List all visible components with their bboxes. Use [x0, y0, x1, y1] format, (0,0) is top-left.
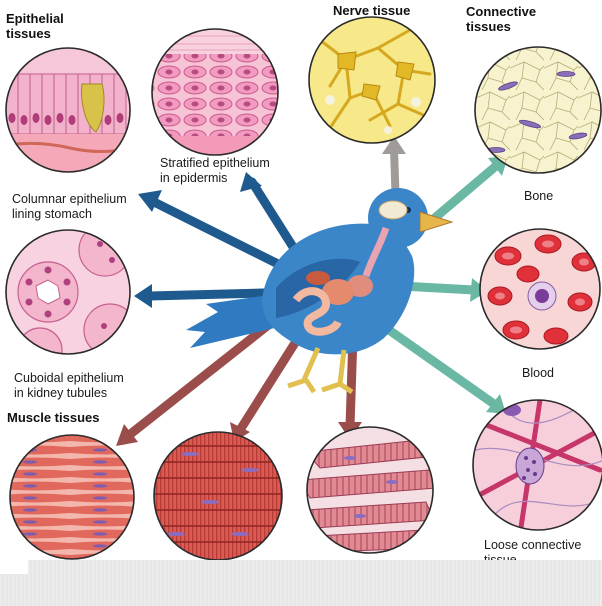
arrow-head-smooth — [116, 424, 138, 446]
mast-cell — [515, 447, 545, 485]
tubule-center — [17, 261, 79, 323]
skeletal-muscle-circle — [307, 427, 433, 553]
bird-illustration — [186, 188, 454, 395]
stratified-epithelium-circle — [152, 29, 278, 155]
columnar-epithelium-circle — [6, 48, 130, 172]
bird-legs — [287, 346, 354, 395]
smooth-muscle-circle — [10, 435, 134, 559]
blood-circle — [480, 229, 600, 349]
arrow-head-stratified — [240, 172, 262, 192]
cuboidal-epithelium-circle — [6, 230, 130, 354]
nerve-tissue-circle — [309, 17, 435, 143]
label-stratified: Stratified epithelium in epidermis — [160, 156, 270, 185]
arrow-to-stratified — [247, 177, 305, 263]
header-muscle: Muscle tissues — [7, 410, 100, 425]
bird-intestine — [292, 287, 342, 336]
arrow-head-blood — [470, 278, 488, 302]
arrow-head-cuboidal — [134, 284, 152, 308]
bird-brain — [378, 200, 408, 220]
header-epithelial: Epithelial tissues — [6, 11, 64, 41]
bottom-notch — [0, 560, 28, 574]
label-cuboidal: Cuboidal epithelium in kidney tubules — [14, 371, 124, 400]
arrow-head-columnar — [138, 190, 162, 212]
bird-kidney — [306, 271, 330, 285]
bird-esophagus — [362, 226, 390, 278]
arrow-head-loose — [486, 394, 506, 414]
bird-stomach — [322, 279, 354, 305]
header-connective: Connective tissues — [466, 4, 537, 34]
label-columnar: Columnar epithelium lining stomach — [12, 192, 127, 221]
cardiac-muscle-circle — [154, 432, 282, 560]
arrow-to-loose — [367, 313, 499, 409]
label-bone: Bone — [524, 189, 554, 203]
arrow-to-bone — [425, 161, 501, 227]
loose-connective-circle — [473, 400, 602, 530]
header-nerve-tissue: Nerve tissue — [333, 3, 411, 18]
arrow-head-nerve — [382, 136, 406, 154]
label-blood: Blood — [522, 366, 554, 380]
bird-beak — [419, 211, 454, 233]
bottom-bar — [0, 560, 602, 606]
bone-circle — [475, 47, 601, 173]
